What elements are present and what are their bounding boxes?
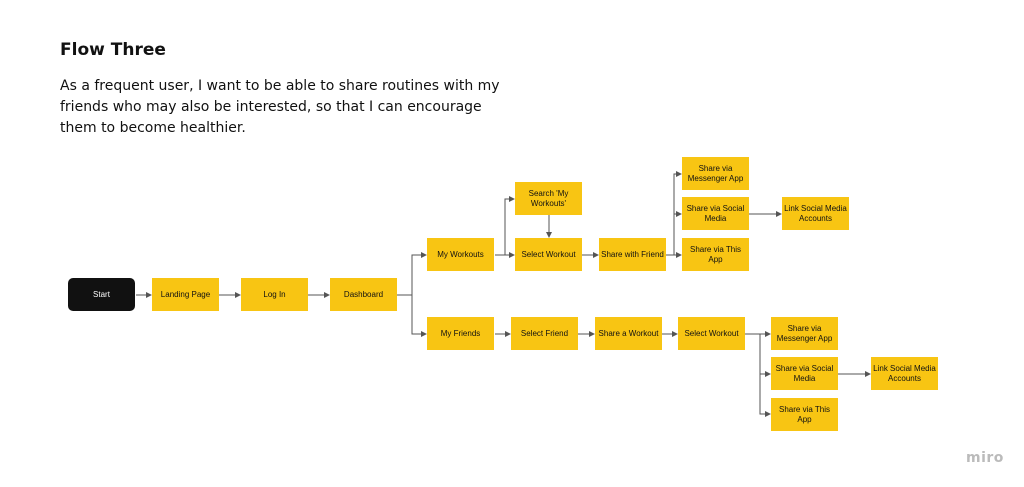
node-select-workout[interactable]: Select Workout	[515, 238, 582, 271]
node-log-in[interactable]: Log In	[241, 278, 308, 311]
node-share-messenger[interactable]: Share via Messenger App	[682, 157, 749, 190]
node-dashboard[interactable]: Dashboard	[330, 278, 397, 311]
node-select-friend[interactable]: Select Friend	[511, 317, 578, 350]
node-share-messenger-2[interactable]: Share via Messenger App	[771, 317, 838, 350]
node-share-this-app[interactable]: Share via This App	[682, 238, 749, 271]
node-landing-page[interactable]: Landing Page	[152, 278, 219, 311]
node-start[interactable]: Start	[68, 278, 135, 311]
node-share-a-workout[interactable]: Share a Workout	[595, 317, 662, 350]
flow-title: Flow Three	[60, 40, 166, 60]
node-search-my-workouts[interactable]: Search 'My Workouts'	[515, 182, 582, 215]
node-my-friends[interactable]: My Friends	[427, 317, 494, 350]
node-select-workout-2[interactable]: Select Workout	[678, 317, 745, 350]
node-share-with-friend[interactable]: Share with Friend	[599, 238, 666, 271]
miro-logo: miro	[966, 450, 1004, 466]
node-link-social[interactable]: Link Social Media Accounts	[782, 197, 849, 230]
node-share-this-app-2[interactable]: Share via This App	[771, 398, 838, 431]
node-link-social-2[interactable]: Link Social Media Accounts	[871, 357, 938, 390]
node-my-workouts[interactable]: My Workouts	[427, 238, 494, 271]
node-share-social[interactable]: Share via Social Media	[682, 197, 749, 230]
user-story: As a frequent user, I want to be able to…	[60, 78, 500, 136]
node-share-social-2[interactable]: Share via Social Media	[771, 357, 838, 390]
